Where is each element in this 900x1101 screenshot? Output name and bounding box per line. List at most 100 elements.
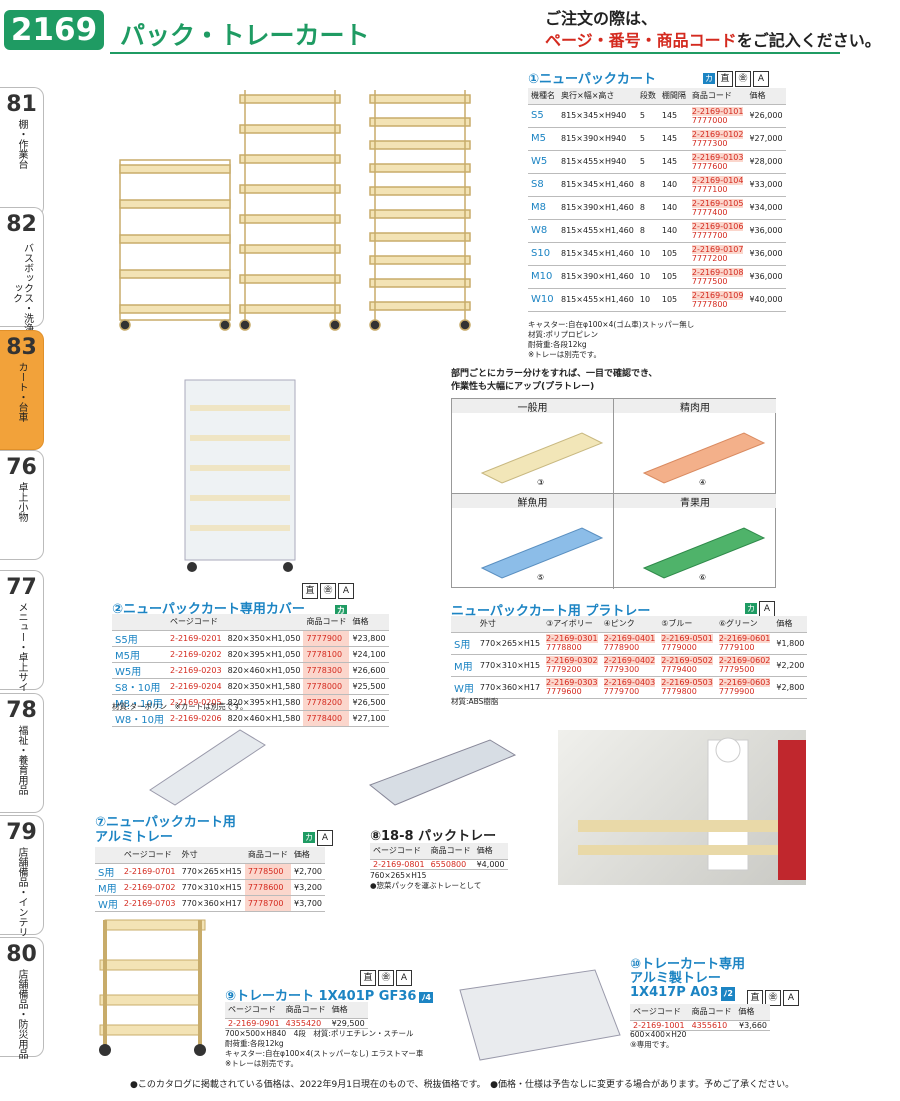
blue-tray-icon: ⑤ bbox=[480, 527, 604, 582]
s7-model: S用 bbox=[95, 863, 121, 880]
s1-title: ①ニューパックカート bbox=[528, 72, 656, 87]
a-icon: A bbox=[338, 583, 354, 599]
s1-price: ¥40,000 bbox=[746, 288, 786, 312]
pack-cart-image bbox=[119, 90, 471, 331]
s8-header: 商品コード bbox=[427, 843, 474, 860]
s3-header: ④ピンク bbox=[600, 616, 659, 633]
s9-code: 2-2169-0901 bbox=[225, 1018, 283, 1029]
kan-icon: ㊎ bbox=[378, 970, 394, 986]
s1-tiers: 5 bbox=[636, 127, 659, 151]
tray-cell-blue: 鮮魚用 ⑤ bbox=[452, 494, 614, 589]
s3-item-code: 7779800 bbox=[661, 687, 697, 696]
s1-spacing: 105 bbox=[658, 242, 689, 266]
svg-text:⑤: ⑤ bbox=[537, 573, 544, 582]
s2-model: M8・10用 bbox=[112, 694, 167, 711]
ka-icon: カ bbox=[745, 603, 757, 614]
s2-size: 820×350×H1,050 bbox=[224, 630, 304, 647]
s8-item: 6550800 bbox=[427, 859, 474, 870]
s8-price: ¥4,000 bbox=[473, 859, 508, 870]
s2-price: ¥27,100 bbox=[349, 710, 389, 727]
s10-item: 4355610 bbox=[688, 1020, 736, 1031]
alu-tray-10-image bbox=[459, 969, 621, 1061]
s1-note: キャスター:自在φ100×4(ゴム車)ストッパー無し bbox=[528, 320, 695, 329]
s2-model: W8・10用 bbox=[112, 710, 167, 727]
ka-icon: カ bbox=[703, 73, 715, 84]
s3-page-code: 2-2169-0603 bbox=[718, 678, 771, 687]
s1-model: M8 bbox=[528, 196, 558, 220]
s7-price: ¥3,700 bbox=[290, 895, 325, 912]
s2-item-code: 7778100 bbox=[303, 646, 350, 663]
s1-model: S5 bbox=[528, 104, 558, 128]
tab-label: 棚・作業台 bbox=[16, 119, 27, 169]
s1-tiers: 10 bbox=[636, 288, 659, 312]
kan-icon: ㊎ bbox=[735, 71, 751, 87]
green-tray-icon: ⑥ bbox=[642, 527, 766, 582]
tray-intro: 部門ごとにカラー分けをすれば、一目で確認でき、 作業性も大幅にアップ(プラトレー… bbox=[451, 368, 657, 394]
s2-size: 820×460×H1,580 bbox=[224, 710, 304, 727]
tab-num: 78 bbox=[6, 698, 37, 723]
s8-notes: 760×265×H15●惣菜パックを運ぶトレーとして bbox=[370, 871, 481, 891]
s1-tiers: 8 bbox=[636, 219, 659, 243]
s10-header: 価格 bbox=[735, 1004, 770, 1021]
s3-model: S用 bbox=[451, 632, 477, 655]
s3-item-code: 7779100 bbox=[718, 643, 755, 652]
tray-label: 鮮魚用 bbox=[452, 494, 613, 509]
s2-price: ¥25,500 bbox=[349, 678, 389, 695]
s1-size: 815×345×H1,460 bbox=[558, 173, 637, 197]
s2-header: ページコード bbox=[166, 614, 225, 631]
s2-price: ¥23,800 bbox=[349, 630, 389, 647]
s1-price: ¥34,000 bbox=[746, 196, 786, 220]
s1-page-code: 2-2169-0105 bbox=[691, 198, 744, 208]
s1-size: 815×455×H1,460 bbox=[558, 288, 637, 312]
footer-note: ●このカタログに掲載されている価格は、2022年9月1日現在のもので、税抜価格で… bbox=[130, 1080, 795, 1090]
s1-note: 材質:ポリプロピレン bbox=[528, 330, 599, 339]
s1-header: 機種名 bbox=[528, 88, 558, 105]
s7-header: 外寸 bbox=[178, 847, 245, 864]
s1-spacing: 145 bbox=[658, 104, 689, 128]
s2-header: 価格 bbox=[349, 614, 389, 631]
s2-model: S8・10用 bbox=[112, 678, 167, 695]
ka-icon: カ bbox=[303, 832, 315, 843]
alu-tray-image bbox=[149, 729, 266, 806]
tray-cart-image bbox=[99, 919, 206, 1056]
s1-spacing: 105 bbox=[658, 265, 689, 289]
choku-icon: 直 bbox=[717, 71, 733, 87]
tray-label: 一般用 bbox=[452, 399, 613, 414]
tab-num: 80 bbox=[6, 942, 37, 967]
s3-page-code: 2-2169-0501 bbox=[661, 634, 713, 643]
s9-note: 耐荷重:各段12kg bbox=[225, 1039, 284, 1048]
ivory-tray-icon: ③ bbox=[480, 432, 604, 487]
s1-size: 815×455×H940 bbox=[558, 150, 637, 174]
s1-price: ¥33,000 bbox=[746, 173, 786, 197]
s1-note: ※トレーは別売です。 bbox=[528, 350, 602, 359]
s3-page-code: 2-2169-0601 bbox=[718, 634, 771, 643]
s7-size: 770×265×H15 bbox=[178, 863, 245, 880]
s7-page-code: 2-2169-0703 bbox=[120, 895, 179, 912]
